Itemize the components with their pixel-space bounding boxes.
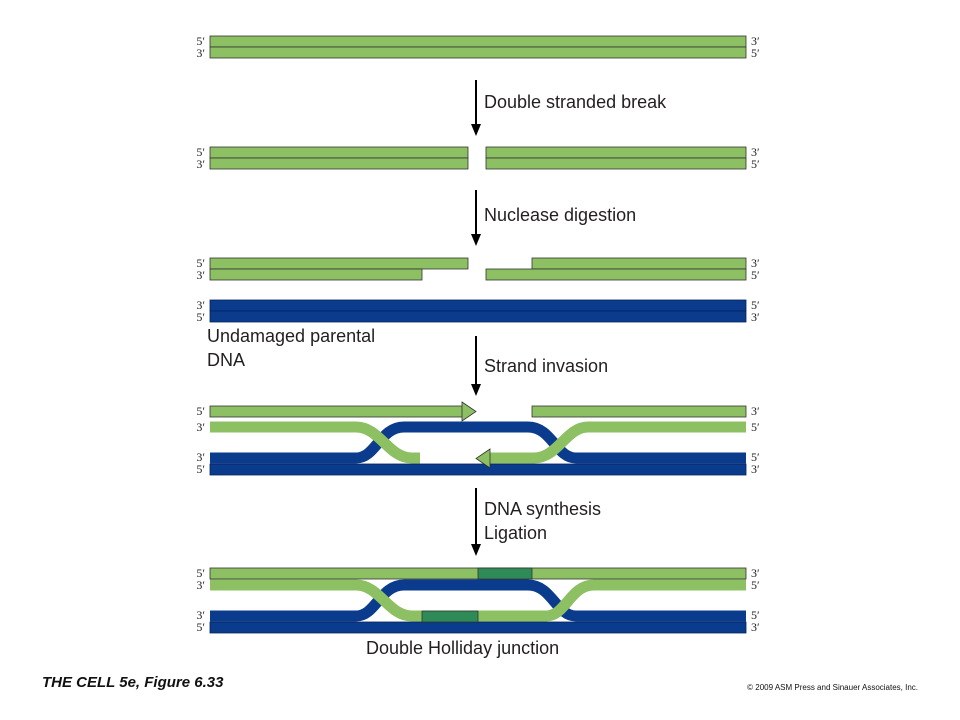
end-label-3prime: 3′ [196, 157, 205, 171]
end-label-3prime: 3′ [196, 578, 205, 592]
strand-green-top-left [209, 405, 465, 418]
end-label-5prime: 5′ [196, 310, 205, 324]
strand-green-top-left [209, 146, 469, 159]
strand-blue-bottom [209, 621, 747, 634]
end-label-5prime: 5′ [196, 256, 205, 270]
strand-blue-bottom [209, 463, 747, 476]
end-label-5prime: 5′ [196, 462, 205, 476]
step-arrow-down-icon [471, 336, 481, 396]
step-label-double-stranded-break: Double stranded break [484, 92, 667, 112]
parental-label-line2: DNA [207, 350, 245, 370]
blue-strand-bubble [210, 421, 746, 464]
end-label-3prime: 3′ [196, 420, 205, 434]
end-label-3prime: 3′ [751, 566, 760, 580]
end-label-5prime: 5′ [196, 566, 205, 580]
stage-broken-dna [209, 146, 747, 170]
parental-dna-label: Undamaged parental DNA [207, 326, 375, 370]
new-synthesis-top [477, 567, 533, 580]
end-label-5prime: 5′ [751, 450, 760, 464]
step-label-strand-invasion: Strand invasion [484, 356, 608, 376]
step-arrow-down-icon [471, 488, 481, 556]
end-label-3prime: 3′ [751, 34, 760, 48]
step-label-nuclease-digestion: Nuclease digestion [484, 205, 636, 225]
end-label-5prime: 5′ [751, 157, 760, 171]
end-label-3prime: 3′ [751, 404, 760, 418]
end-label-5prime: 5′ [751, 608, 760, 622]
process-arrows [471, 80, 481, 556]
step-label-ligation: Ligation [484, 523, 547, 543]
extension-arrowhead-right-icon [461, 401, 477, 422]
parental-label-line1: Undamaged parental [207, 326, 375, 346]
end-label-3prime: 3′ [196, 298, 205, 312]
end-label-5prime: 5′ [751, 420, 760, 434]
step-label-dna-synthesis: DNA synthesis [484, 499, 601, 519]
strand-green-top-left [209, 257, 469, 270]
end-label-3prime: 3′ [196, 268, 205, 282]
end-label-5prime: 5′ [196, 34, 205, 48]
end-label-5prime: 5′ [196, 145, 205, 159]
stage-double-holliday-junction [209, 567, 747, 634]
final-structure-label: Double Holliday junction [366, 638, 559, 658]
strand-green-bottom-left [209, 157, 469, 170]
end-label-5prime: 5′ [196, 404, 205, 418]
end-label-3prime: 3′ [751, 145, 760, 159]
end-label-5prime: 5′ [751, 578, 760, 592]
strand-blue-top [209, 299, 747, 312]
green-strand-invading-left [210, 421, 420, 464]
end-label-3prime: 3′ [751, 620, 760, 634]
strand-green-top-right [531, 405, 747, 418]
strand-green-bottom-left [209, 268, 423, 281]
end-label-3prime: 3′ [196, 608, 205, 622]
end-label-3prime: 3′ [196, 450, 205, 464]
new-synthesis-bottom [421, 610, 479, 623]
extension-arrowhead-left-icon [475, 448, 491, 469]
strand-end-labels: 5′ 3′ 3′ 5′ 5′ 3′ 3′ 5′ 5′ 3′ 3′ 5′ 3′ 5… [196, 34, 760, 634]
strand-green-bottom [209, 46, 747, 59]
end-label-5prime: 5′ [196, 620, 205, 634]
stage-strand-invasion [209, 401, 747, 476]
stage-digested-dna [209, 257, 747, 281]
green-strand-invading-right [490, 421, 746, 464]
step-arrow-down-icon [471, 80, 481, 136]
step-labels: Double stranded break Nuclease digestion… [484, 92, 667, 543]
strand-green-top [209, 35, 747, 48]
strand-green-bottom-right [485, 157, 747, 170]
strand-green-bottom-right [485, 268, 747, 281]
parental-dna [209, 299, 747, 323]
figure-caption: THE CELL 5e, Figure 6.33 [42, 674, 224, 691]
stage-intact-dna [209, 35, 747, 59]
strand-blue-bottom [209, 310, 747, 323]
copyright-notice: © 2009 ASM Press and Sinauer Associates,… [747, 683, 918, 692]
end-label-3prime: 3′ [751, 310, 760, 324]
end-label-3prime: 3′ [196, 46, 205, 60]
end-label-5prime: 5′ [751, 298, 760, 312]
end-label-5prime: 5′ [751, 268, 760, 282]
step-arrow-down-icon [471, 190, 481, 246]
end-label-3prime: 3′ [751, 256, 760, 270]
strand-green-top-right [531, 257, 747, 270]
green-strand-crossing [210, 579, 746, 622]
end-label-3prime: 3′ [751, 462, 760, 476]
strand-green-top-right [485, 146, 747, 159]
end-label-5prime: 5′ [751, 46, 760, 60]
